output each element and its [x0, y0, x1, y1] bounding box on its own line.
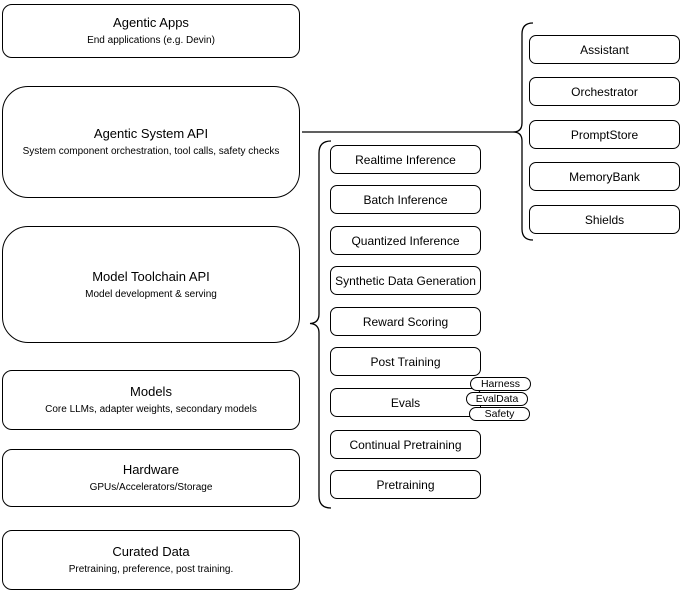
node-quantized-inference: Quantized Inference	[330, 226, 481, 255]
node-hardware: Hardware GPUs/Accelerators/Storage	[2, 449, 300, 507]
node-reward-scoring: Reward Scoring	[330, 307, 481, 336]
tag-harness: Harness	[470, 377, 531, 391]
node-batch-inference: Batch Inference	[330, 185, 481, 214]
node-title: Hardware	[122, 462, 180, 477]
node-continual-pretraining: Continual Pretraining	[330, 430, 481, 459]
node-assistant: Assistant	[529, 35, 680, 64]
node-models: Models Core LLMs, adapter weights, secon…	[2, 370, 300, 430]
node-subtitle: Model development & serving	[85, 288, 217, 300]
node-memorybank: MemoryBank	[529, 162, 680, 191]
node-title: Models	[130, 384, 172, 399]
node-subtitle: GPUs/Accelerators/Storage	[89, 482, 213, 493]
tag-safety: Safety	[469, 407, 530, 421]
node-promptstore: PromptStore	[529, 120, 680, 149]
node-title: Curated Data	[112, 544, 190, 559]
node-agentic-system-api: Agentic System API System component orch…	[2, 86, 300, 198]
node-subtitle: Core LLMs, adapter weights, secondary mo…	[45, 404, 257, 415]
node-model-toolchain-api: Model Toolchain API Model development & …	[2, 226, 300, 343]
node-subtitle: System component orchestration, tool cal…	[22, 146, 280, 157]
node-subtitle: End applications (e.g. Devin)	[87, 35, 215, 46]
node-subtitle: Pretraining, preference, post training.	[68, 564, 234, 575]
node-post-training: Post Training	[330, 347, 481, 376]
node-agentic-apps: Agentic Apps End applications (e.g. Devi…	[2, 4, 300, 58]
system-group-brace	[512, 22, 534, 241]
node-pretraining: Pretraining	[330, 470, 481, 499]
node-title: Model Toolchain API	[92, 268, 210, 284]
node-evals: Evals	[330, 388, 481, 417]
node-curated-data: Curated Data Pretraining, preference, po…	[2, 530, 300, 590]
node-realtime-inference: Realtime Inference	[330, 145, 481, 174]
node-title: Agentic System API	[93, 126, 209, 141]
node-orchestrator: Orchestrator	[529, 77, 680, 106]
node-shields: Shields	[529, 205, 680, 234]
node-title: Agentic Apps	[113, 15, 189, 30]
toolchain-group-brace	[309, 140, 332, 509]
tag-evaldata: EvalData	[466, 392, 528, 406]
node-synthetic-data-generation: Synthetic Data Generation	[330, 266, 481, 295]
